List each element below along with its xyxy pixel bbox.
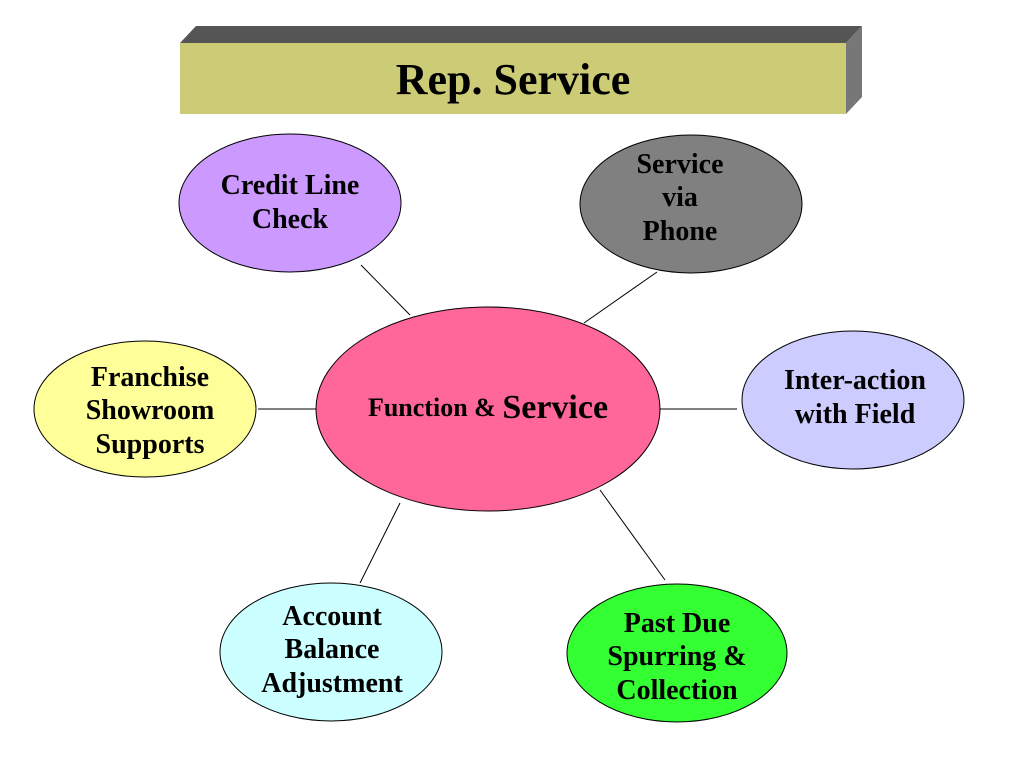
node-label-line: Showroom: [85, 395, 215, 427]
node-label-line: via: [662, 182, 698, 214]
connectors: [258, 264, 737, 584]
node-label-line: Past Due: [623, 607, 731, 639]
node-inter-action-with-field-shape: [741, 330, 965, 470]
node-label-line: Balance: [284, 634, 380, 666]
node-ellipses: [33, 133, 965, 723]
title-banner: [180, 26, 862, 114]
node-label-line: Account: [282, 600, 382, 632]
node-label-line: Inter-action: [783, 365, 927, 397]
node-franchise-showroom-supports-label: Franchise Showroom Supports: [50, 346, 250, 476]
node-label-line: Franchise: [90, 361, 210, 393]
connector-credit-line-check: [360, 264, 411, 316]
node-account-balance-adjustment-label: Account Balance Adjustment: [222, 585, 442, 715]
title-banner-side-face: [846, 26, 862, 114]
node-label-line: Supports: [95, 428, 205, 460]
node-past-due-spurring-collection-label: Past Due Spurring & Collection: [572, 592, 782, 722]
connector-service-via-phone: [583, 271, 658, 324]
center-node-shape: [315, 306, 661, 512]
node-label-line: Collection: [616, 674, 738, 706]
node-account-balance-adjustment-shape: [219, 582, 443, 722]
node-credit-line-check-shape: [178, 133, 402, 273]
title-banner-front-face: [180, 43, 846, 114]
node-past-due-spurring-collection-shape: [566, 583, 788, 723]
center-node-label: Function & Service: [320, 360, 656, 456]
node-label-line: Service: [636, 148, 724, 180]
center-node-label-emphasis: Service: [502, 388, 609, 426]
node-inter-action-with-field-label: Inter-action with Field: [745, 353, 965, 443]
node-label-line: Credit Line: [220, 170, 360, 202]
title-banner-top-face: [180, 26, 862, 43]
node-label-line: Spurring &: [607, 641, 747, 673]
connector-account-balance-adjustment: [359, 502, 401, 584]
node-label-line: Phone: [642, 215, 718, 247]
node-franchise-showroom-supports-shape: [33, 340, 257, 478]
connector-past-due-spurring-collection: [599, 489, 666, 581]
node-label-line: with Field: [794, 399, 916, 430]
node-service-via-phone-shape: [579, 134, 803, 274]
node-label-line: Check: [251, 204, 329, 235]
node-service-via-phone-label: Service via Phone: [590, 133, 770, 263]
center-node-label-prefix: Function &: [367, 393, 503, 423]
node-label-line: Adjustment: [261, 667, 403, 699]
node-credit-line-check-label: Credit Line Check: [190, 158, 390, 248]
page-title: Rep. Service: [395, 54, 631, 104]
